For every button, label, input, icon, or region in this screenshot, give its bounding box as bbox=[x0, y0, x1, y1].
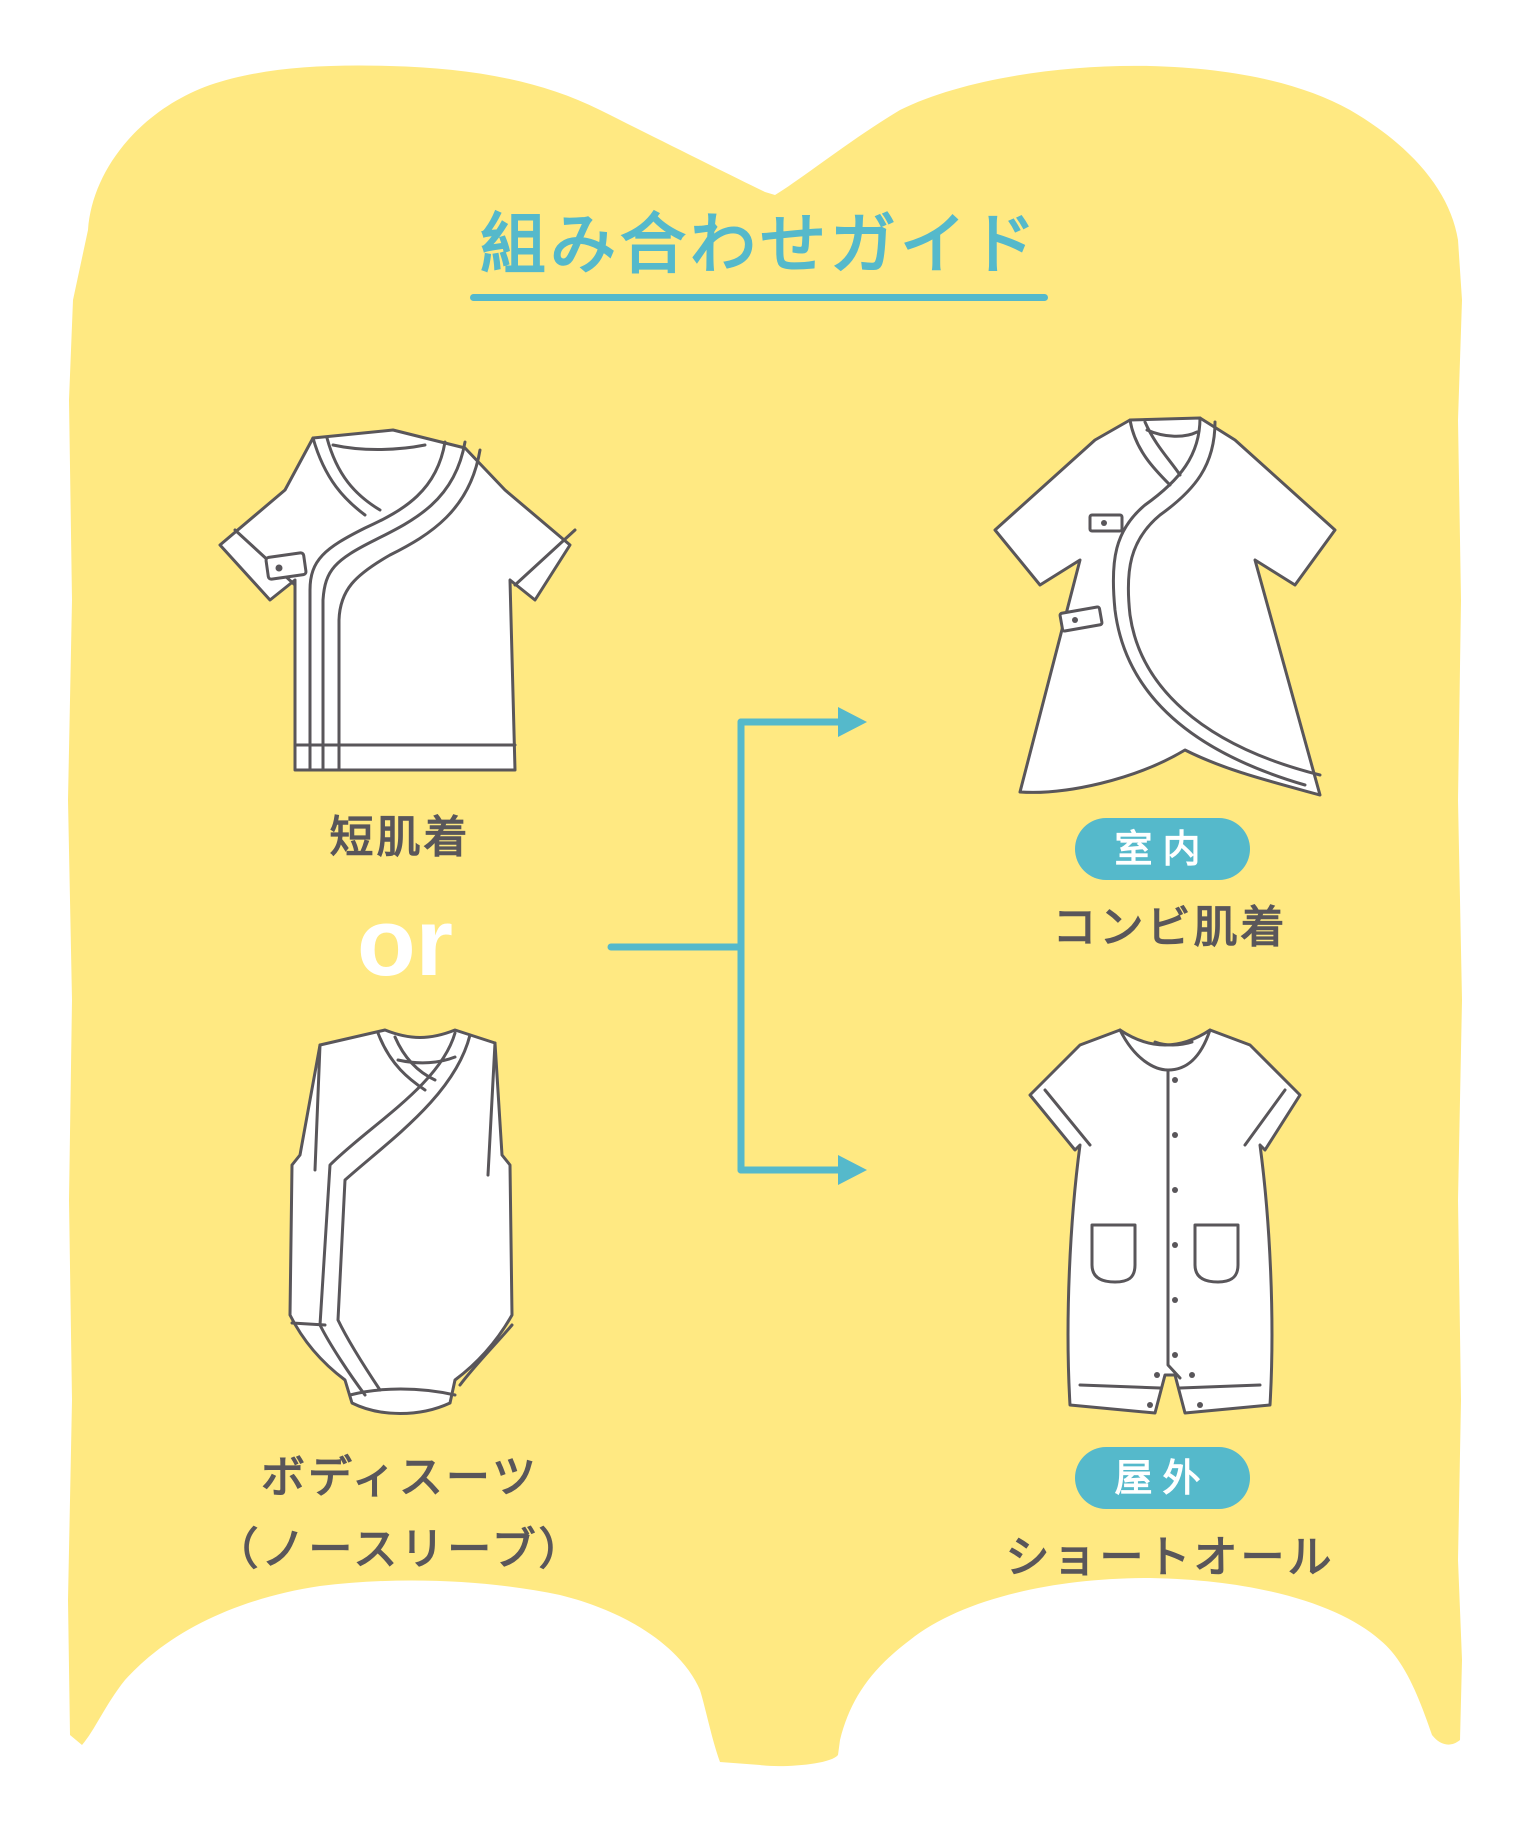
combi-undershirt-icon bbox=[993, 416, 1337, 797]
label-short-undershirt: 短肌着 bbox=[329, 812, 471, 863]
label-shortall: ショートオール bbox=[1005, 1532, 1335, 1583]
badge-indoor: 室内 bbox=[1075, 818, 1250, 880]
short-undershirt-icon bbox=[218, 428, 577, 772]
label-bodysuit-line1: ボディスーツ bbox=[260, 1452, 540, 1503]
label-bodysuit-line2: （ノースリーブ） bbox=[214, 1524, 586, 1575]
title-underline bbox=[470, 294, 1048, 301]
or-separator: or bbox=[357, 889, 453, 996]
badge-outdoor: 屋外 bbox=[1075, 1447, 1250, 1509]
sleeveless-bodysuit-icon bbox=[288, 1028, 514, 1415]
shortall-icon bbox=[1028, 1028, 1302, 1415]
label-combi-undershirt: コンビ肌着 bbox=[1052, 902, 1288, 953]
arrow-head-bottom bbox=[838, 1155, 867, 1185]
page-title: 組み合わせガイド bbox=[480, 206, 1040, 283]
arrow-head-top bbox=[838, 707, 867, 737]
